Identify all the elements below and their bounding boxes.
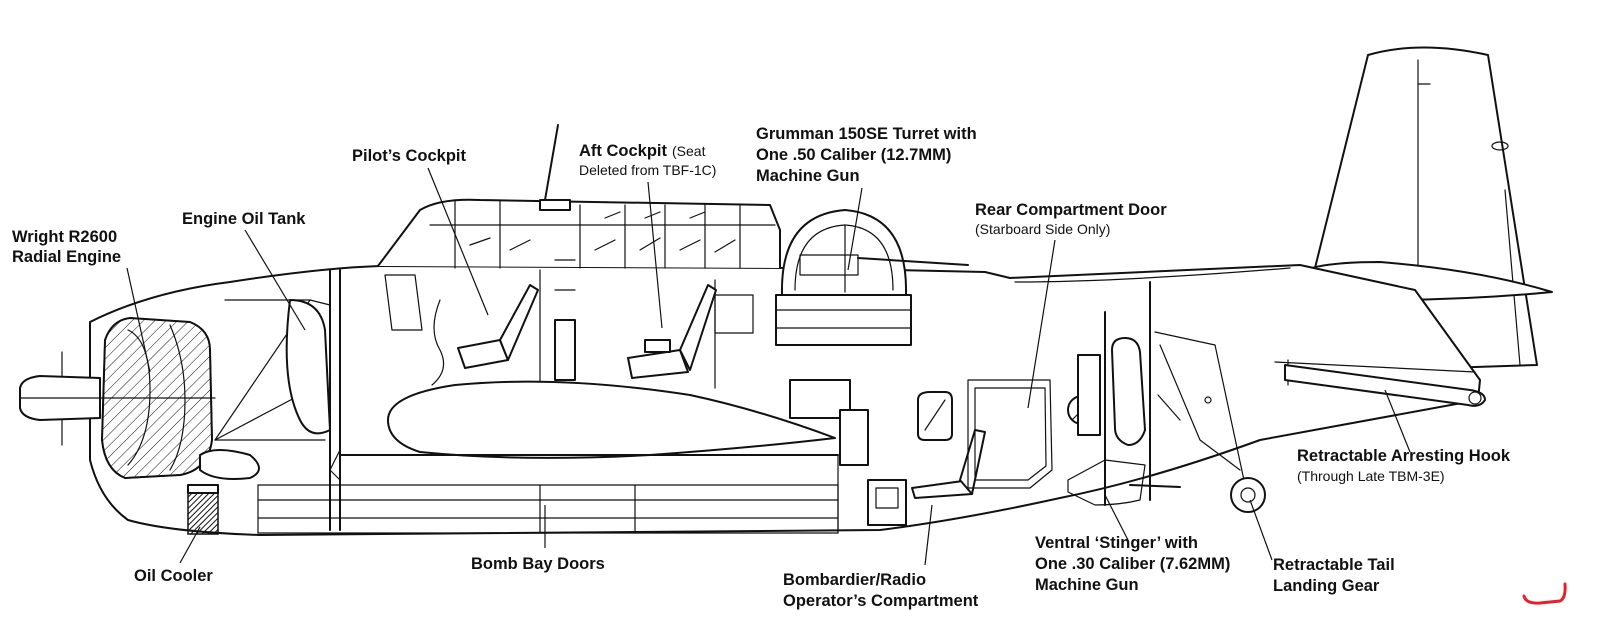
label-stinger-unit: MM xyxy=(1197,555,1225,573)
propeller-hub xyxy=(19,351,101,446)
label-aft-cockpit-line1: Aft Cockpit(Seat xyxy=(579,142,706,160)
radio-equipment xyxy=(789,379,907,526)
label-turret-line1: Grumman 150SE Turret with xyxy=(756,125,977,143)
callout-labels: Wright R2600 Radial Engine Engine Oil Ta… xyxy=(12,125,1511,610)
label-engine-line2: Radial Engine xyxy=(12,248,121,266)
label-turret-line2: One .50 Caliber (12.7MM) xyxy=(756,146,951,164)
ventral-stinger xyxy=(1067,337,1181,506)
pilot-seat xyxy=(384,274,539,386)
label-stinger-caliber: One .30 Caliber (7.62 xyxy=(1035,555,1197,573)
label-tail-gear-line1: Retractable Tail xyxy=(1273,556,1395,574)
rear-compartment-door xyxy=(967,379,1053,489)
label-bombardier-line1: Bombardier/Radio xyxy=(783,571,926,589)
bomb-bay xyxy=(257,449,839,534)
label-bomb-bay: Bomb Bay Doors xyxy=(471,555,605,573)
label-tail-gear-line2: Landing Gear xyxy=(1273,577,1380,595)
label-aft-cockpit-line2: Deleted from TBF-1C) xyxy=(579,162,716,178)
gun-turret xyxy=(775,209,969,346)
label-rear-door-note: (Starboard Side Only) xyxy=(975,221,1110,237)
label-aft-cockpit: Aft Cockpit xyxy=(579,142,668,160)
label-arresting-hook: Retractable Arresting Hook xyxy=(1297,447,1511,465)
label-oil-tank: Engine Oil Tank xyxy=(182,210,306,228)
label-pilot-cockpit: Pilot’s Cockpit xyxy=(352,147,466,165)
label-engine-line1: Wright R2600 xyxy=(12,228,117,246)
arresting-hook xyxy=(1284,364,1486,407)
label-arresting-hook-note: (Through Late TBM-3E) xyxy=(1297,468,1445,484)
label-turret-close: ) xyxy=(946,146,952,164)
label-stinger-line1: Ventral ‘Stinger’ with xyxy=(1035,534,1198,552)
label-stinger-line3: Machine Gun xyxy=(1035,576,1139,594)
bombardier-seat xyxy=(911,391,986,499)
label-stinger-line2: One .30 Caliber (7.62MM) xyxy=(1035,555,1230,573)
leader-lines xyxy=(126,167,1411,566)
label-stinger-close: ) xyxy=(1225,555,1231,573)
corner-mark xyxy=(1522,582,1567,605)
label-turret-line3: Machine Gun xyxy=(756,167,860,185)
label-aft-cockpit-note: (Seat xyxy=(672,143,706,159)
radial-engine xyxy=(99,317,216,479)
label-turret-unit: MM xyxy=(918,146,946,164)
engine-mount xyxy=(199,299,331,480)
oil-cooler xyxy=(187,484,219,535)
canopy xyxy=(377,124,781,269)
label-oil-cooler: Oil Cooler xyxy=(134,567,213,585)
tail-landing-gear xyxy=(1154,331,1266,513)
label-bombardier-line2: Operator’s Compartment xyxy=(783,592,979,610)
aft-cockpit-seat xyxy=(554,259,754,381)
label-rear-door: Rear Compartment Door xyxy=(975,201,1167,219)
label-turret-caliber: One .50 Caliber (12.7 xyxy=(756,146,918,164)
